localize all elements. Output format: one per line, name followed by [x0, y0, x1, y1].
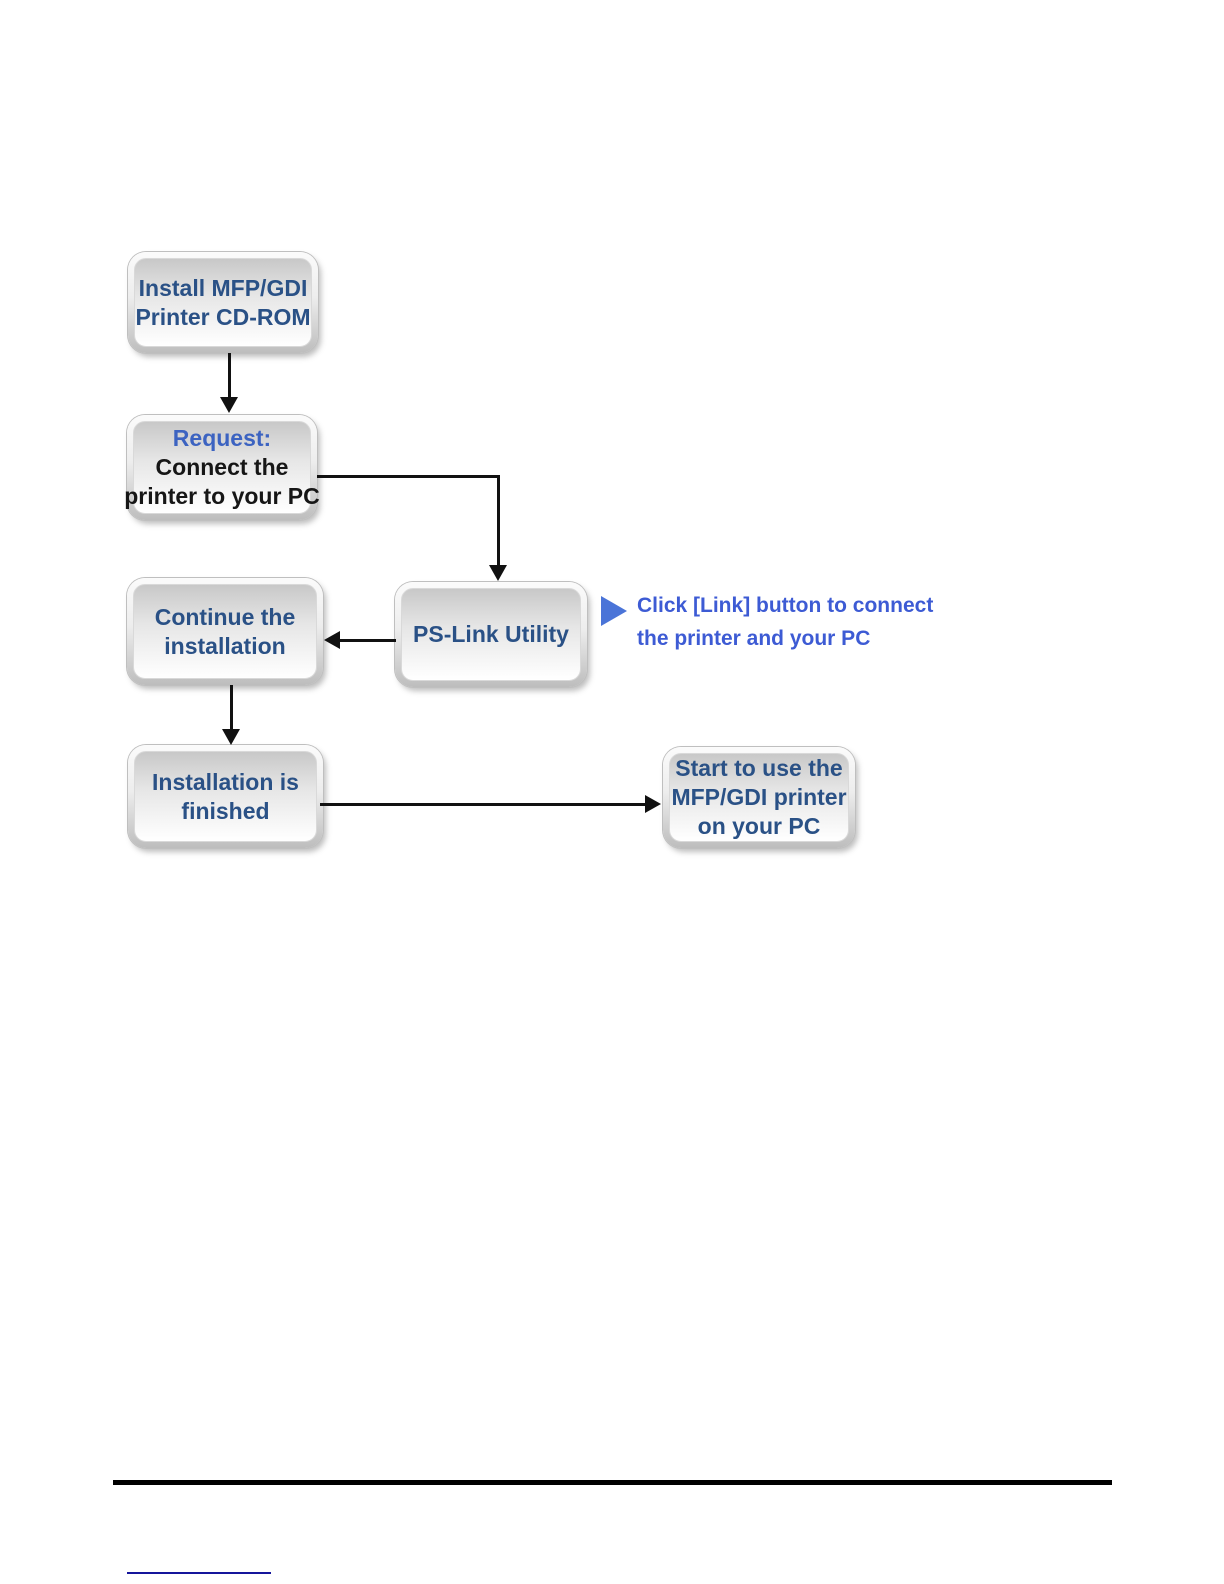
annotation-line: Click [Link] button to connect: [637, 594, 934, 617]
connector-install-to-request: [228, 353, 231, 399]
node-face: Installation is finished: [134, 751, 317, 842]
footer-link-underline[interactable]: [127, 1572, 271, 1574]
triangle-pointer-icon: [601, 596, 627, 626]
arrowhead-down-icon: [220, 397, 238, 413]
node-label: Install MFP/GDI: [138, 274, 308, 301]
flowchart-node-request-connect: Request: Connect the printer to your PC: [124, 415, 320, 520]
node-label: Continue the: [154, 603, 296, 630]
node-label: on your PC: [697, 813, 821, 839]
connector-request-to-pslink-vertical: [497, 475, 500, 567]
connector-finished-to-start: [320, 803, 647, 806]
connector-request-to-pslink-horizontal: [317, 475, 500, 478]
arrowhead-right-icon: [645, 795, 661, 813]
flowchart-node-start-to-use: Start to use the MFP/GDI printer on your…: [663, 747, 855, 848]
arrowhead-left-icon: [324, 631, 340, 649]
node-face: PS-Link Utility: [401, 588, 581, 681]
arrowhead-down-icon: [222, 729, 240, 745]
node-label: PS-Link Utility: [413, 621, 569, 647]
flowchart-node-continue-installation: Continue the installation: [127, 578, 323, 685]
node-face: Install MFP/GDI Printer CD-ROM: [134, 258, 312, 347]
node-label: Printer CD-ROM: [135, 303, 311, 330]
annotation-text: Click [Link] button to connect the print…: [637, 589, 933, 655]
node-label: Request:: [172, 425, 272, 451]
footer-divider: [113, 1480, 1112, 1485]
flowchart-node-ps-link-utility: PS-Link Utility: [395, 582, 587, 687]
node-face: Start to use the MFP/GDI printer on your…: [669, 753, 849, 842]
arrowhead-down-icon: [489, 565, 507, 581]
node-label: printer to your PC: [124, 483, 320, 509]
node-label: finished: [181, 797, 270, 824]
node-label: MFP/GDI printer: [671, 784, 847, 810]
flowchart-node-install-cdrom: Install MFP/GDI Printer CD-ROM: [128, 252, 318, 353]
node-label: installation: [164, 632, 286, 659]
node-label: Connect the: [155, 454, 289, 480]
node-face: Continue the installation: [133, 584, 317, 679]
connector-continue-to-finished: [230, 685, 233, 731]
node-label: Start to use the: [675, 755, 843, 781]
node-face: Request: Connect the printer to your PC: [124, 421, 320, 514]
connector-pslink-to-continue: [338, 639, 396, 642]
node-label: Installation is: [152, 768, 299, 795]
flowchart-node-installation-finished: Installation is finished: [128, 745, 323, 848]
annotation-line: the printer and your PC: [637, 627, 871, 650]
